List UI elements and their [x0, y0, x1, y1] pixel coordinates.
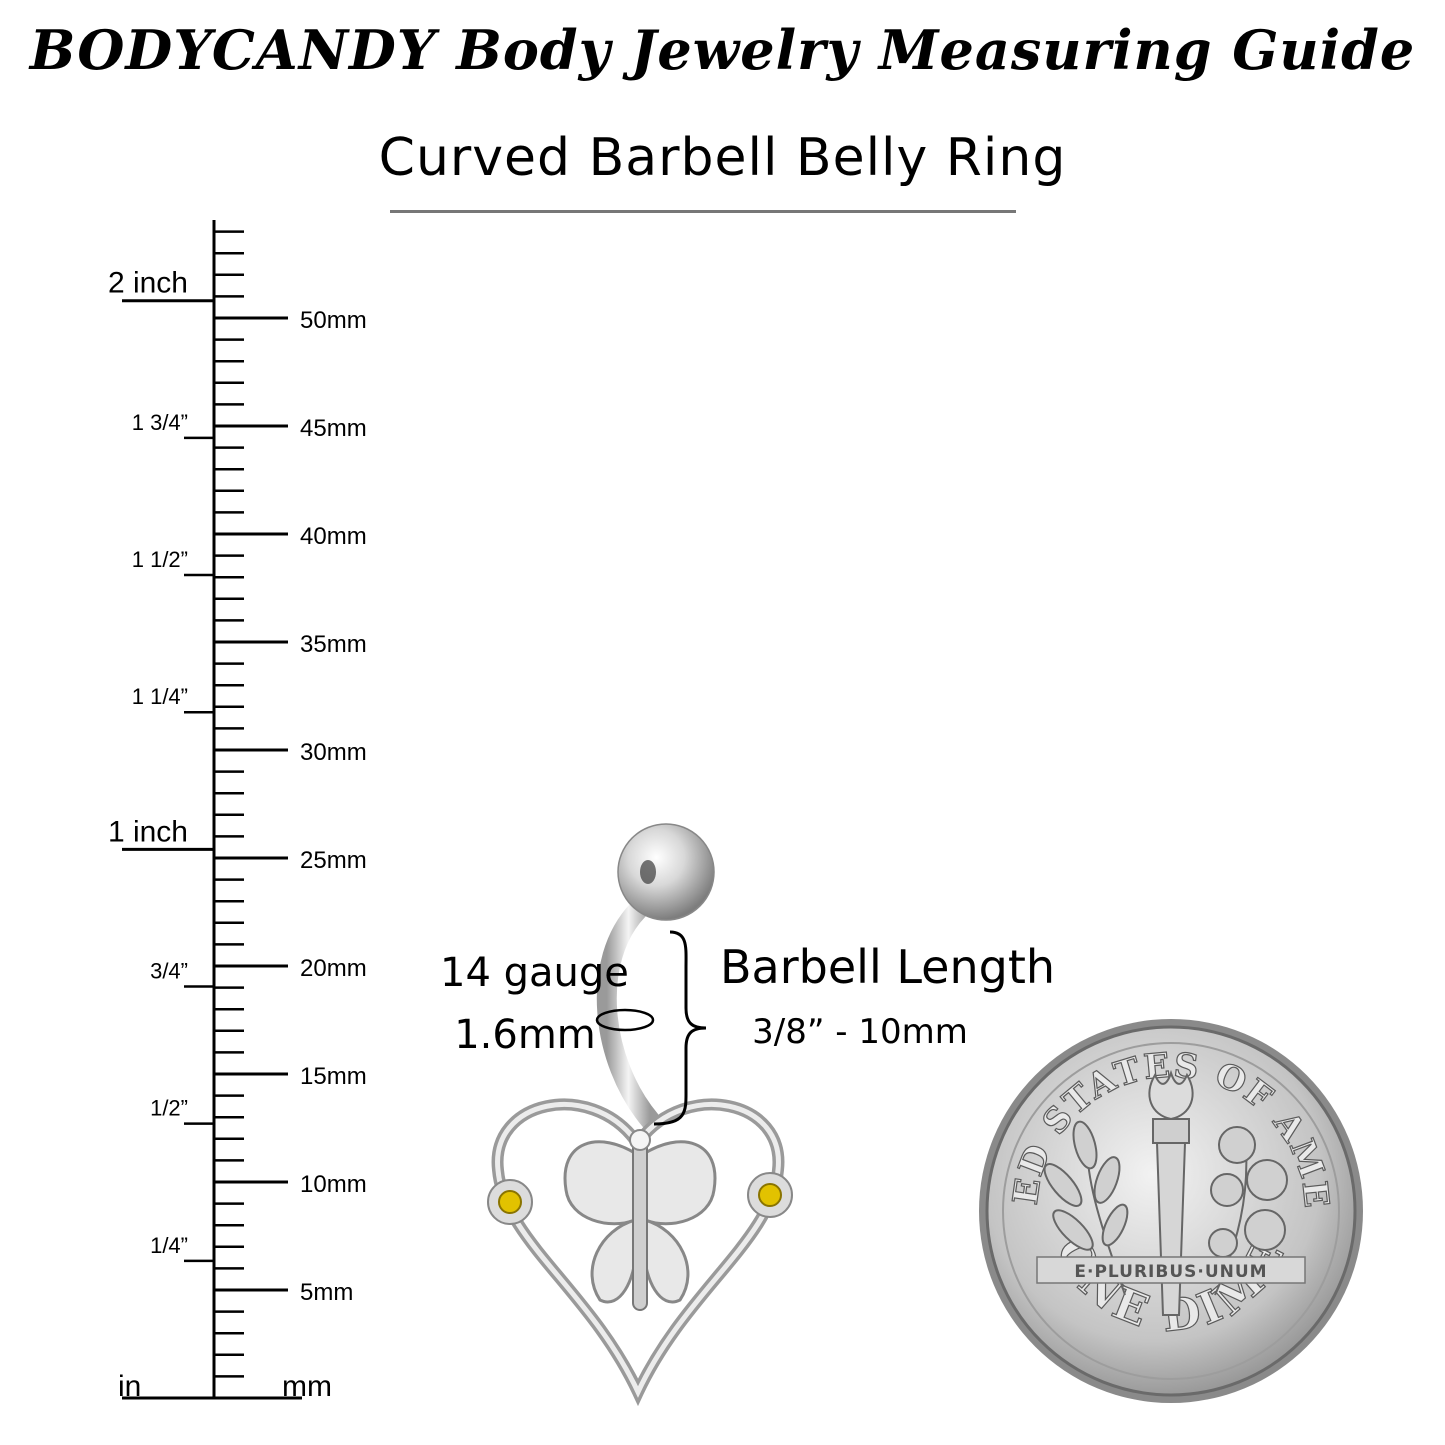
page-subtitle: Curved Barbell Belly Ring	[378, 128, 1067, 188]
page-title: BODYCANDY Body Jewelry Measuring Guide	[29, 18, 1416, 82]
length-brace-icon	[653, 930, 707, 1126]
oak-branch-icon	[1208, 1126, 1288, 1296]
inch-tick-label: 1 1/2”	[132, 547, 188, 572]
mm-tick-label: 20mm	[300, 955, 367, 982]
measuring-ruler: 5mm10mm15mm20mm25mm30mm35mm40mm45mm50mm …	[108, 220, 367, 1403]
inch-tick-label: 1 inch	[108, 815, 188, 848]
mm-tick-label: 15mm	[300, 1063, 367, 1090]
gauge-label-line1: 14 gauge	[440, 950, 629, 996]
inch-ticks: 1/4” 1/2” 3/4” 1 inch 1 1/4” 1 1/2” 1 3/4” 2 in…	[108, 267, 214, 1263]
gauge-indicator	[595, 1008, 655, 1032]
gauge-label-line2: 1.6mm	[454, 1012, 596, 1058]
mm-tick-label: 10mm	[300, 1171, 367, 1198]
top-ball	[617, 823, 715, 921]
title-divider	[390, 210, 1016, 213]
coin-motto: E·PLURIBUS·UNUM	[1074, 1262, 1267, 1282]
mm-tick-label: 40mm	[300, 523, 367, 550]
inch-tick-label: 1 1/4”	[132, 684, 188, 709]
mm-tick-label: 5mm	[300, 1279, 353, 1306]
inch-tick-label: 1/4”	[150, 1233, 188, 1258]
right-flower-gem-icon	[747, 1172, 793, 1218]
olive-branch-icon	[1043, 1120, 1129, 1296]
inch-tick-label: 1/2”	[150, 1096, 188, 1121]
mm-tick-label: 35mm	[300, 631, 367, 658]
mm-tick-label: 50mm	[300, 307, 367, 334]
mm-tick-label: 30mm	[300, 739, 367, 766]
mm-tick-label: 25mm	[300, 847, 367, 874]
inch-tick-label: 2 inch	[108, 267, 188, 300]
butterfly-charm	[563, 1129, 717, 1311]
mm-tick-label: 45mm	[300, 415, 367, 442]
mm-ticks: 5mm 10mm 15mm 20mm 25mm 30mm 35mm 40mm 45mm 50mm	[214, 230, 367, 1378]
ruler-unit-in: in	[118, 1370, 141, 1403]
inch-tick-label: 3/4”	[150, 959, 188, 984]
belly-ring-illustration	[487, 823, 793, 1407]
ruler-unit-mm: mm	[282, 1370, 332, 1403]
barbell-length-value: 3/8” - 10mm	[752, 1012, 968, 1052]
inch-tick-label: 1 3/4”	[132, 410, 188, 435]
barbell-length-title: Barbell Length	[720, 940, 1056, 994]
left-flower-gem-icon	[487, 1179, 533, 1225]
